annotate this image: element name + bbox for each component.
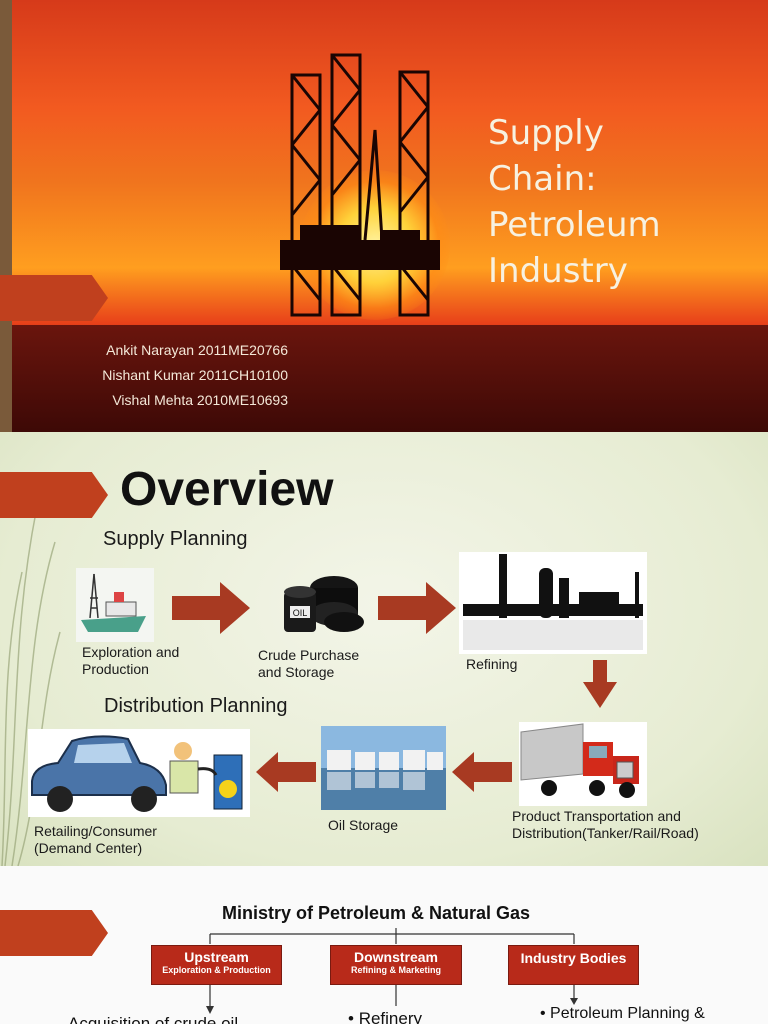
caption-retail: Retailing/Consumer (Demand Center) [34, 823, 157, 857]
upstream-box: Upstream Exploration & Production [151, 945, 282, 985]
industry-bodies-box: Industry Bodies [508, 945, 639, 985]
title-line-1: Supply [488, 113, 604, 153]
accent-arrow-tab [0, 910, 108, 956]
bullet-text: Refinery [358, 1009, 422, 1024]
supply-planning-label: Supply Planning [103, 528, 248, 550]
caption-storage: Oil Storage [328, 817, 399, 833]
upstream-title: Upstream [184, 949, 249, 965]
title-line-2: Chain: [488, 159, 597, 199]
author-2: Nishant Kumar 2011CH10100 [102, 367, 288, 383]
downstream-box: Downstream Refining & Marketing [330, 945, 462, 985]
caption-crude: Crude Purchase and Storage [258, 647, 359, 681]
flow-arrow-left-2 [256, 752, 316, 792]
caption-line: Production [82, 661, 149, 677]
bullet-upstream: Acquisition of crude oil [68, 1014, 239, 1024]
overview-slide: Overview Supply Planning Distribution Pl… [0, 432, 768, 866]
title-slide: Supply Chain: Petroleum Industry Ankit N… [0, 0, 768, 432]
oil-storage-tanks-icon [321, 726, 446, 810]
upstream-subtitle: Exploration & Production [162, 965, 271, 975]
bullet-downstream: • Refinery [348, 1009, 422, 1024]
caption-line: Distribution(Tanker/Rail/Road) [512, 825, 699, 841]
flow-arrow-right-1 [172, 582, 250, 634]
truck-icon [519, 722, 647, 806]
author-3: Vishal Mehta 2010ME10693 [112, 392, 288, 408]
exploration-ship-icon [76, 568, 154, 642]
slide-heading: Overview [120, 463, 334, 516]
barrel-label: OIL [293, 608, 308, 618]
sea [12, 325, 768, 432]
org-connector-lines [206, 928, 578, 1014]
caption-line: and Storage [258, 664, 335, 680]
downstream-subtitle: Refining & Marketing [350, 965, 441, 975]
accent-arrow-tab [0, 472, 108, 518]
oil-rig-silhouette [280, 53, 440, 317]
accent-arrow-tab [0, 275, 108, 321]
slide-title: Supply Chain: Petroleum Industry [488, 110, 748, 294]
title-line-3: Petroleum [488, 205, 661, 245]
caption-line: (Demand Center) [34, 840, 143, 856]
caption-transport: Product Transportation and Distribution(… [512, 808, 699, 842]
caption-refining: Refining [466, 656, 518, 672]
flow-arrow-down [583, 660, 617, 708]
caption-line: Retailing/Consumer [34, 823, 157, 839]
refinery-icon [459, 552, 647, 654]
ministry-slide: Ministry of Petroleum & Natural Gas Upst… [0, 866, 768, 1024]
ministry-title: Ministry of Petroleum & Natural Gas [221, 903, 531, 923]
bullet-text: Petroleum Planning & [550, 1005, 705, 1022]
flow-arrow-right-2 [378, 582, 456, 634]
title-line-4: Industry [488, 251, 628, 291]
downstream-title: Downstream [353, 949, 439, 965]
bullet-industry-bodies: • Petroleum Planning & [540, 1005, 705, 1022]
caption-exploration: Exploration and Production [82, 644, 179, 678]
caption-line: Exploration and [82, 644, 180, 660]
left-strip [0, 0, 12, 432]
industry-bodies-title: Industry Bodies [520, 950, 627, 966]
distribution-planning-label: Distribution Planning [104, 695, 288, 717]
caption-line: Crude Purchase [258, 647, 360, 663]
author-1: Ankit Narayan 2011ME20766 [106, 342, 288, 358]
authors-list: Ankit Narayan 2011ME20766 Nishant Kumar … [60, 338, 288, 413]
flow-arrow-left-1 [452, 752, 512, 792]
retail-fuel-car-icon [28, 729, 250, 817]
caption-line: Product Transportation and [512, 808, 681, 824]
oil-barrels-icon: OIL [284, 576, 364, 632]
